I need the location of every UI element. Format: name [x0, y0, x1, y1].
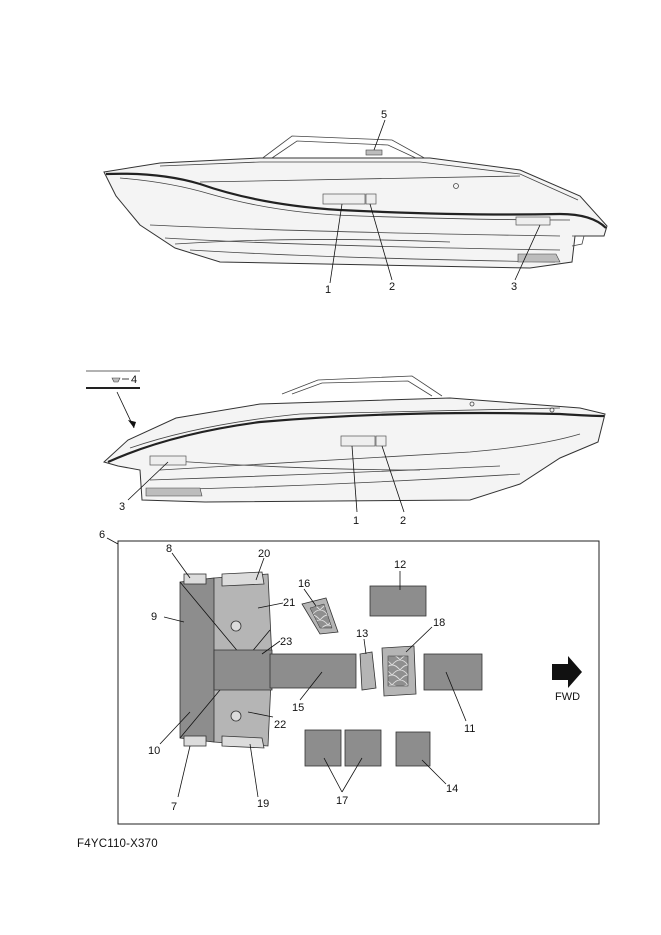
mat-17-a	[304, 729, 342, 767]
decal-1-position	[322, 193, 366, 205]
callout-11: 11	[464, 723, 475, 735]
callout-15: 15	[292, 702, 304, 714]
fwd-label: FWD	[555, 691, 580, 703]
hull-outline	[103, 397, 606, 503]
decal-2-position	[365, 193, 377, 205]
callout-7: 7	[171, 801, 177, 813]
mat-14	[395, 731, 431, 767]
swim-platform-mat	[179, 571, 273, 749]
bow-mat-11	[423, 653, 483, 691]
callout-2: 2	[400, 515, 406, 527]
windshield-frame	[281, 375, 443, 397]
hull-outline	[103, 157, 608, 269]
callout-18: 18	[433, 617, 445, 629]
callout-16: 16	[298, 578, 310, 590]
decal-1-position	[340, 435, 376, 447]
center-mat-15	[269, 653, 357, 689]
callout-9: 9	[151, 611, 157, 623]
callout-5: 5	[381, 109, 387, 121]
decal-2-position	[375, 435, 387, 447]
mat-12	[369, 585, 427, 617]
decal-3-position	[149, 455, 187, 466]
callout-20: 20	[258, 548, 270, 560]
mat-17-b	[344, 729, 382, 767]
callout-3: 3	[511, 281, 517, 293]
callout-8: 8	[166, 543, 172, 555]
callout-1: 1	[325, 284, 331, 296]
callout-13: 13	[356, 628, 368, 640]
drawing-code: F4YC110-X370	[77, 838, 158, 850]
callout-14: 14	[446, 783, 458, 795]
callout-17: 17	[336, 795, 348, 807]
decal-5-position	[365, 149, 383, 156]
item-4-part	[111, 377, 121, 383]
boat-side-view-port	[103, 375, 606, 503]
item-4-inset	[86, 370, 140, 429]
callout-4: 4	[131, 374, 137, 386]
forward-arrow-icon	[552, 656, 582, 688]
callout-1: 1	[353, 515, 359, 527]
callout-3: 3	[119, 501, 125, 513]
connector-mat-13	[359, 651, 377, 691]
callout-10: 10	[148, 745, 160, 757]
callout-6: 6	[99, 529, 105, 541]
windshield-frame	[259, 135, 429, 161]
callout-19: 19	[257, 798, 269, 810]
callout-2: 2	[389, 281, 395, 293]
boat-side-view-starboard	[103, 135, 608, 269]
callout-21: 21	[283, 597, 295, 609]
callout-22: 22	[274, 719, 286, 731]
decal-3-position	[515, 216, 551, 226]
callout-23: 23	[280, 636, 292, 648]
mat-set-frame	[117, 540, 600, 825]
callout-12: 12	[394, 559, 406, 571]
